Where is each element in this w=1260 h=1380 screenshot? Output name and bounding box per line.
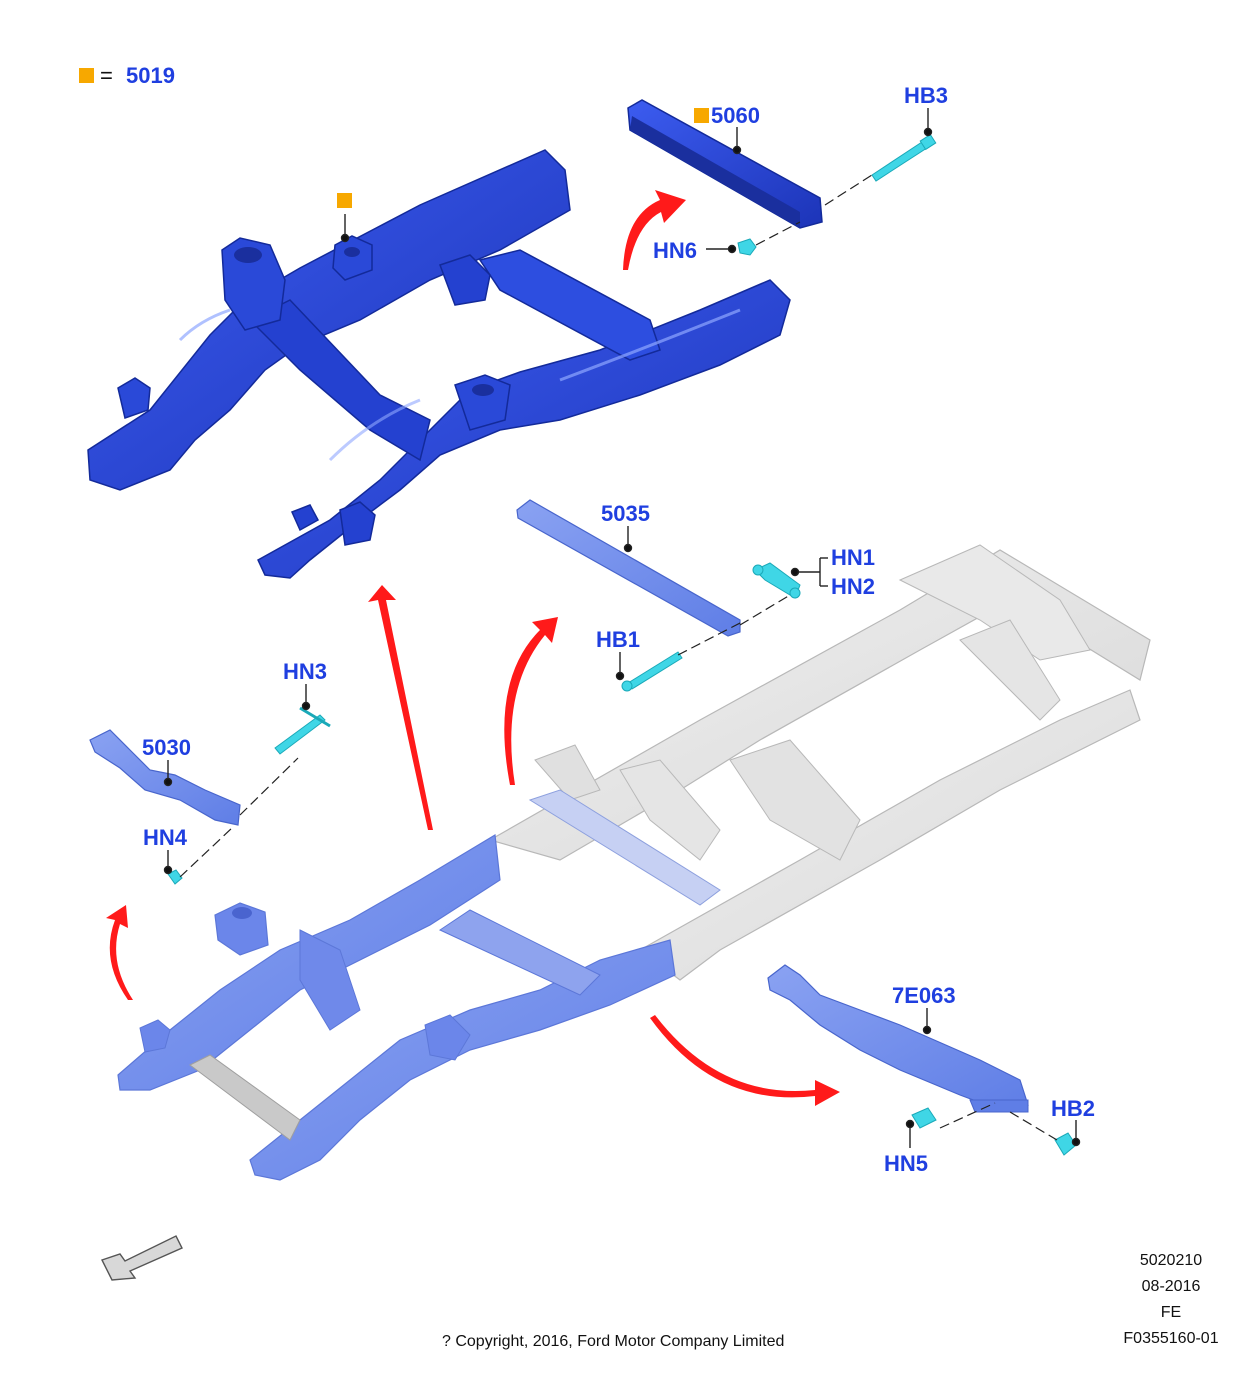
- front-crossmember-assembly: [87, 149, 791, 579]
- arrow-5019-icon: [368, 585, 433, 830]
- highlight-marker-icon: [694, 108, 709, 123]
- callout-5030: 5030: [142, 735, 191, 760]
- nut-hn5: [911, 1107, 937, 1129]
- bolt-hb3: [871, 133, 937, 182]
- leader-dot-icon: [623, 543, 633, 553]
- crossmember-5035: [516, 499, 741, 637]
- leader-dot-icon: [790, 567, 800, 577]
- leader-dot-icon: [615, 671, 625, 681]
- leader-dot-icon: [1071, 1137, 1081, 1147]
- legend-square-icon: [79, 68, 94, 83]
- arrow-5060-icon: [623, 190, 686, 270]
- callout-5035: 5035: [601, 501, 650, 526]
- bolt-hb1: [621, 651, 683, 692]
- callout-hb3: HB3: [904, 83, 949, 108]
- arrow-7e063-icon: [650, 1015, 840, 1106]
- crossmember-5060: [627, 99, 823, 229]
- callout-5060: 5060: [711, 103, 760, 128]
- full-frame-assembly: [117, 544, 1151, 1181]
- doc-date: 08-2016: [1141, 1278, 1201, 1295]
- callout-hn5: HN5: [884, 1151, 929, 1176]
- leader-dot-icon: [923, 127, 933, 137]
- leader-dot-icon: [905, 1119, 915, 1129]
- bolt-hn3: [274, 706, 331, 755]
- front-direction-arrow-icon: [101, 1235, 183, 1281]
- leader-lines: [163, 108, 1081, 1148]
- bracket-hn1-hn2: [752, 562, 801, 599]
- leader-dot-icon: [163, 777, 173, 787]
- leader-dot-icon: [301, 701, 311, 711]
- nut-hn4: [167, 869, 183, 885]
- copyright-notice: ? Copyright, 2016, Ford Motor Company Li…: [442, 1333, 785, 1350]
- arrow-5035-icon: [504, 617, 558, 785]
- bracket-7e063: [767, 964, 1029, 1113]
- doc-code: FE: [1160, 1304, 1182, 1321]
- callout-hn4: HN4: [143, 825, 188, 850]
- assembly-arrows: [106, 190, 840, 1106]
- leader-dot-icon: [163, 865, 173, 875]
- callout-hb1: HB1: [596, 627, 641, 652]
- callout-hn2: HN2: [831, 574, 876, 599]
- callout-hn6: HN6: [653, 238, 698, 263]
- legend-part-5019: 5019: [126, 63, 175, 88]
- callout-hn1: HN1: [831, 545, 876, 570]
- callout-hn3: HN3: [283, 659, 328, 684]
- arrow-5030-icon: [106, 905, 133, 1000]
- leader-dot-icon: [922, 1025, 932, 1035]
- figure-id: F0355160-01: [1123, 1330, 1219, 1347]
- bracket-5030: [89, 729, 241, 826]
- callout-hb2: HB2: [1051, 1096, 1096, 1121]
- legend-equals: =: [100, 63, 113, 88]
- highlight-marker-icon: [337, 193, 352, 208]
- leader-dot-icon: [340, 233, 350, 243]
- leader-dot-icon: [727, 244, 737, 254]
- nut-hn6: [737, 238, 757, 256]
- doc-number: 5020210: [1139, 1252, 1203, 1269]
- callout-7e063: 7E063: [892, 983, 956, 1008]
- leader-dot-icon: [732, 145, 742, 155]
